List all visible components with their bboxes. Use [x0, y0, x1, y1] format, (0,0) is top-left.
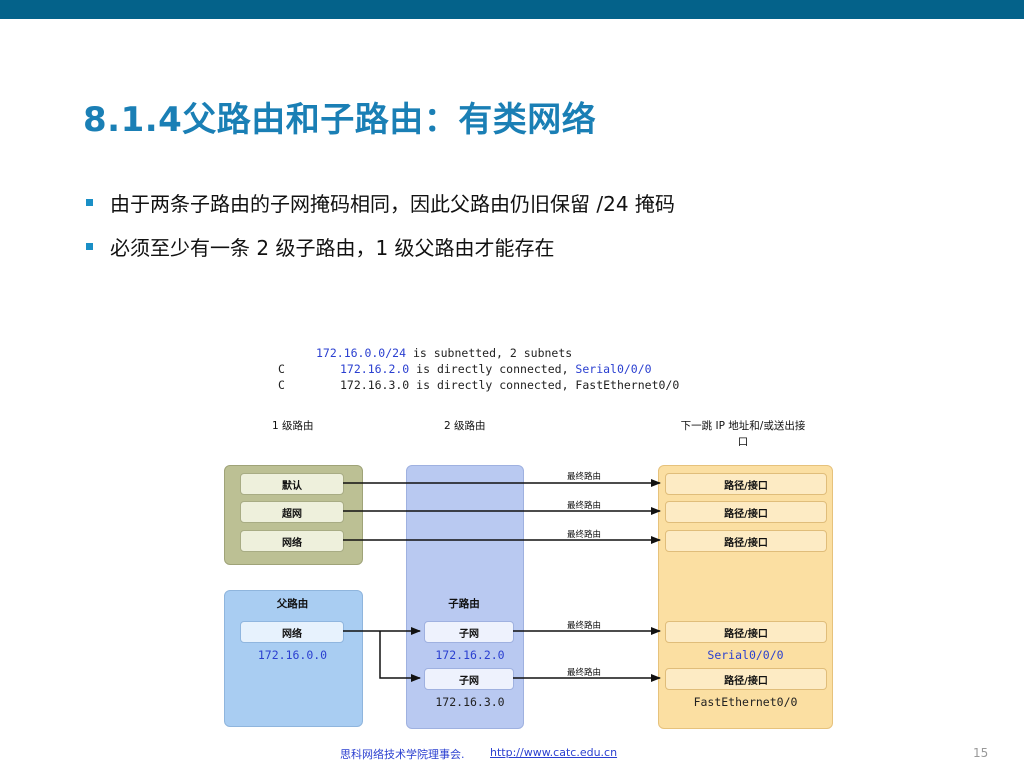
route-iface: FastEthernet0/0 [575, 378, 680, 392]
path-interface-box: 路径/接口 [665, 530, 827, 552]
child-ip-label: 172.16.3.0 [435, 695, 505, 709]
arrow-label: 最终路由 [567, 621, 602, 631]
child-route-title: 子路由 [448, 597, 480, 610]
path-iface-label: FastEthernet0/0 [693, 695, 798, 709]
slide-title: 8.1.4父路由和子路由：有类网络 [83, 100, 597, 140]
route-net: 172.16.0.0/24 [316, 346, 407, 360]
route-code: C [278, 378, 285, 392]
arrow-label: 最终路由 [567, 472, 602, 482]
page-number: 15 [973, 746, 989, 760]
parent-route-panel [224, 590, 363, 727]
col1-header: 1 级路由 [272, 420, 314, 432]
path-iface-label: Serial0/0/0 [707, 648, 784, 662]
bullet-text: 由于两条子路由的子网掩码相同，因此父路由仍旧保留 /24 掩码 [110, 192, 675, 216]
route-line-2: 172.16.2.0 is directly connected, Serial… [340, 362, 652, 376]
child-subnet-box: 子网 [424, 621, 514, 643]
level1-network-box: 网络 [240, 530, 344, 552]
route-text: is subnetted, 2 subnets [406, 346, 573, 360]
route-iface: Serial0/0/0 [575, 362, 652, 376]
path-interface-box: 路径/接口 [665, 668, 827, 690]
route-text: is directly connected, [409, 362, 576, 376]
path-interface-box: 路径/接口 [665, 473, 827, 495]
child-subnet-box: 子网 [424, 668, 514, 690]
arrow-label: 最终路由 [567, 530, 602, 540]
col3-header: 下一跳 IP 地址和/或送出接 [680, 420, 806, 432]
level1-supernet-box: 超网 [240, 501, 344, 523]
parent-ip-label: 172.16.0.0 [257, 648, 328, 662]
route-net: 172.16.2.0 [340, 362, 410, 376]
path-interface-box: 路径/接口 [665, 621, 827, 643]
bullet-square-icon [86, 243, 93, 250]
top-banner [0, 0, 1024, 19]
footer-org: 思科网络技术学院理事会. [340, 748, 465, 761]
route-line-1: 172.16.0.0/24 is subnetted, 2 subnets [316, 346, 572, 360]
bullet-text: 必须至少有一条 2 级子路由，1 级父路由才能存在 [110, 236, 555, 260]
col3-header-cont: 口 [737, 436, 749, 448]
arrow-label: 最终路由 [567, 501, 602, 511]
route-code: C [278, 362, 285, 376]
footer-link[interactable]: http://www.catc.edu.cn [490, 746, 618, 759]
parent-network-box: 网络 [240, 621, 344, 643]
route-line-3: 172.16.3.0 is directly connected, FastEt… [340, 378, 679, 392]
level1-default-box: 默认 [240, 473, 344, 495]
parent-route-title: 父路由 [276, 597, 309, 610]
route-text: is directly connected, [409, 378, 576, 392]
col2-header: 2 级路由 [444, 420, 486, 432]
path-interface-box: 路径/接口 [665, 501, 827, 523]
child-ip-label: 172.16.2.0 [435, 648, 505, 662]
bullet-square-icon [86, 199, 93, 206]
bullet-item: 由于两条子路由的子网掩码相同，因此父路由仍旧保留 /24 掩码 [86, 188, 675, 217]
route-net: 172.16.3.0 [340, 378, 410, 392]
bullet-item: 必须至少有一条 2 级子路由，1 级父路由才能存在 [86, 232, 555, 261]
arrow-label: 最终路由 [567, 668, 602, 678]
